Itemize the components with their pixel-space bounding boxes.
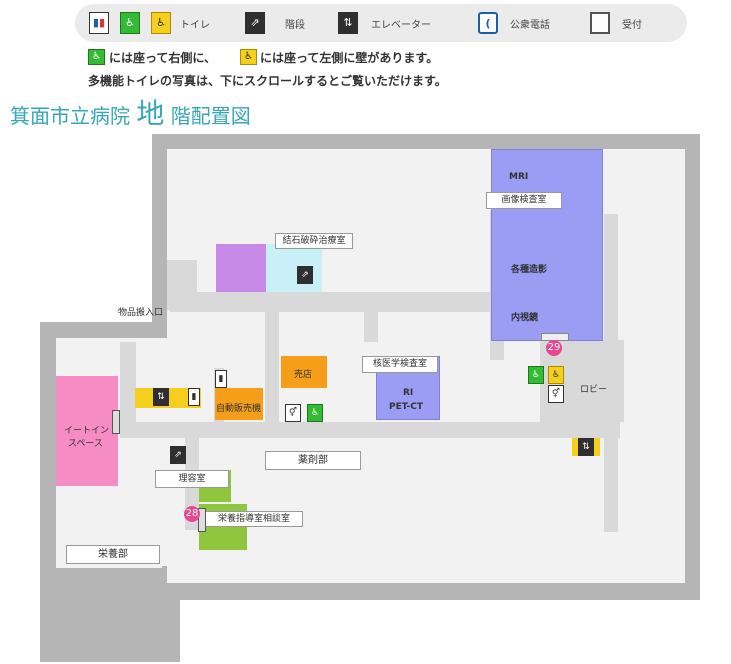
petct-label: PET-CT — [389, 402, 424, 412]
barber-label: 理容室 — [155, 470, 229, 488]
nutrition-dept-label: 栄養部 — [66, 545, 160, 564]
elevator-icon: ⇅ — [578, 438, 594, 456]
imaging-label: 画像検査室 — [486, 192, 562, 209]
shop-room — [281, 356, 327, 388]
note-scroll-text: 多機能トイレの写真は、下にスクロールするとご覧いただけます。 — [88, 74, 447, 88]
accessible-right-icon: ♿ — [88, 49, 105, 65]
vending-label: 自動販売機 — [216, 404, 262, 414]
lithotripsy-room — [266, 244, 322, 292]
eatin-label-1: イートイン — [64, 426, 110, 436]
legend-toilet-label: トイレ — [180, 20, 210, 31]
corridor-mid-stub — [364, 306, 378, 342]
ri-label: RI — [403, 388, 414, 398]
badge-28: 28 — [184, 506, 200, 522]
accessible-right-icon-shape: ♿ — [88, 49, 105, 65]
lobby-label: ロビー — [580, 385, 608, 395]
badge-29: 29 — [546, 340, 562, 356]
reception-icon — [112, 410, 120, 434]
title-prefix: 箕面市立病院 — [10, 104, 130, 128]
accessible-toilet-right-icon: ♿ — [528, 366, 544, 384]
lithotripsy-label: 結石破砕治療室 — [275, 233, 353, 249]
wall-south-west — [160, 590, 180, 662]
title-floor: 地 — [136, 97, 165, 130]
legend-phone-label: 公衆電話 — [510, 20, 550, 31]
elevator-icon: ⇅ — [338, 12, 358, 34]
nutrition-room-label: 栄養指導室相談室 — [205, 511, 303, 527]
accessible-toilet-left-icon: ♿ — [548, 366, 564, 384]
corridor-east — [604, 214, 618, 532]
stairs-icon: ⇗ — [297, 266, 313, 284]
toilet-icon: ▮ — [215, 370, 227, 388]
eatin-space — [56, 376, 118, 486]
mri-label: MRI — [509, 172, 529, 182]
note-left-text: には座って左側に壁があります。 — [260, 51, 439, 65]
corridor-upper — [170, 292, 492, 312]
toilet-icon: ▮▮ — [89, 12, 109, 34]
corridor-lower — [120, 422, 620, 438]
reception-icon — [198, 508, 206, 532]
legend-bar: ▮▮ ♿ ♿ トイレ ⇗ 階段 ⇅ エレベーター ( 公衆電話 受付 — [75, 4, 687, 42]
toilet-icon: ▮ — [188, 388, 200, 406]
legend-reception-label: 受付 — [622, 20, 642, 31]
corridor-mid-vertical — [265, 306, 279, 424]
elevator-icon: ⇅ — [153, 388, 169, 406]
legend-stairs-label: 階段 — [285, 20, 305, 31]
wall-south — [160, 590, 700, 600]
legend-elevator-label: エレベーター — [371, 20, 431, 31]
pharmacy-label: 薬剤部 — [265, 451, 361, 470]
eatin-label-2: スペース — [68, 439, 103, 449]
stairs-icon: ⇗ — [245, 12, 265, 34]
page-title: 箕面市立病院 地 階配置図 — [10, 92, 251, 132]
toilet-icon: ⚥ — [548, 385, 564, 403]
toilet-icon: ⚥ — [285, 404, 301, 422]
corridor-west-vertical — [120, 342, 136, 422]
note-right-text: には座って右側に、 — [109, 51, 217, 65]
reception-icon — [590, 12, 610, 34]
goods-entrance-label: 物品搬入口 — [118, 308, 164, 318]
purple-room — [216, 244, 266, 292]
contrast-label: 各種造影 — [511, 265, 548, 275]
imaging-room — [491, 149, 603, 341]
stairs-icon: ⇗ — [170, 446, 186, 464]
accessible-toilet-right-icon: ♿ — [120, 12, 140, 34]
accessible-toilet-left-icon: ♿ — [151, 12, 171, 34]
endoscope-label: 内視鏡 — [511, 313, 539, 323]
shop-label: 売店 — [294, 370, 313, 380]
accessible-toilet-icon: ♿ — [307, 404, 323, 422]
phone-icon: ( — [478, 12, 498, 34]
vending-room — [215, 388, 263, 420]
accessible-left-icon-shape: ♿ — [240, 49, 257, 65]
nuclear-label: 核医学検査室 — [362, 356, 438, 373]
accessible-left-icon: ♿ — [240, 49, 257, 65]
title-suffix: 階配置図 — [170, 104, 251, 128]
